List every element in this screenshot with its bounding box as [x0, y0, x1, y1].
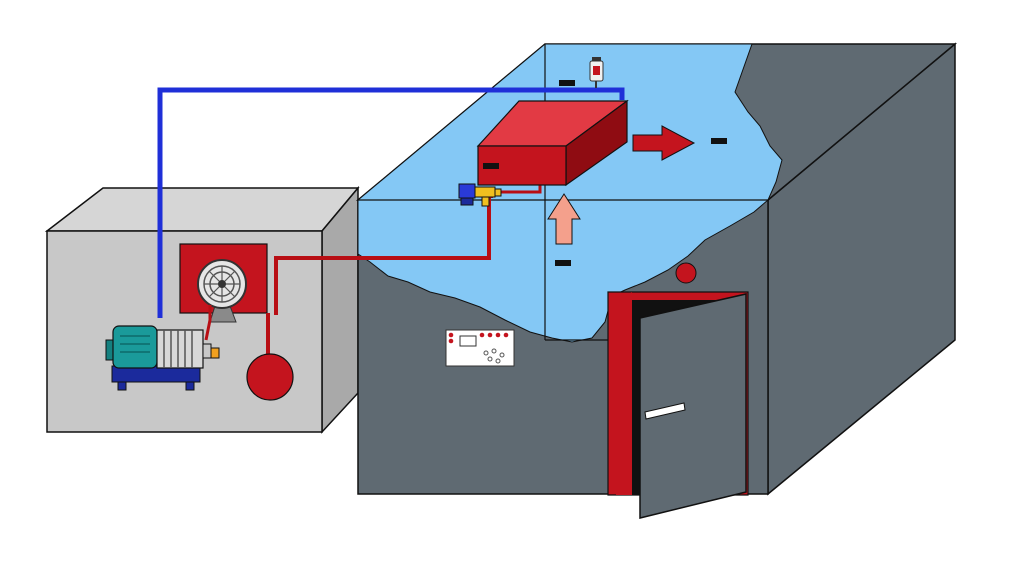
liquid-receiver: [246, 353, 294, 401]
receiver-tank-icon: [246, 353, 294, 401]
door-icon: [639, 293, 747, 519]
marker-cold-air: [711, 138, 727, 144]
compressor-discharge-pipe: [204, 305, 212, 341]
compressor-icon: [105, 325, 220, 391]
marker-thermostat: [559, 80, 575, 86]
control-panel-icon: [445, 329, 515, 367]
marker-evaporator: [483, 163, 499, 169]
door-handle: [644, 402, 686, 420]
thermostat: [589, 57, 604, 88]
suction-line: [157, 87, 625, 318]
marker-warm-air: [555, 260, 571, 266]
condenser-fan: [179, 243, 268, 323]
condensing-unit-top: [44, 187, 360, 232]
door-frame-inner: [616, 292, 632, 495]
thermostat-bulb-icon: [589, 57, 604, 88]
door: [607, 291, 749, 519]
valve-icon: [458, 183, 502, 207]
label-markers: [483, 80, 727, 266]
evaporator-unit-icon: [476, 99, 629, 187]
arrow-right-icon: [632, 125, 696, 161]
door-leaf: [639, 293, 747, 519]
fan-icon: [197, 259, 247, 323]
condensing-unit-side: [321, 185, 359, 434]
compressor: [105, 325, 220, 391]
evaporator: [476, 99, 629, 187]
room-cold-interior: [357, 43, 783, 343]
alarm-light-icon: [675, 262, 697, 284]
arrow-up-icon: [547, 193, 581, 245]
control-panel: [445, 329, 515, 367]
expansion-valve: [458, 183, 502, 207]
